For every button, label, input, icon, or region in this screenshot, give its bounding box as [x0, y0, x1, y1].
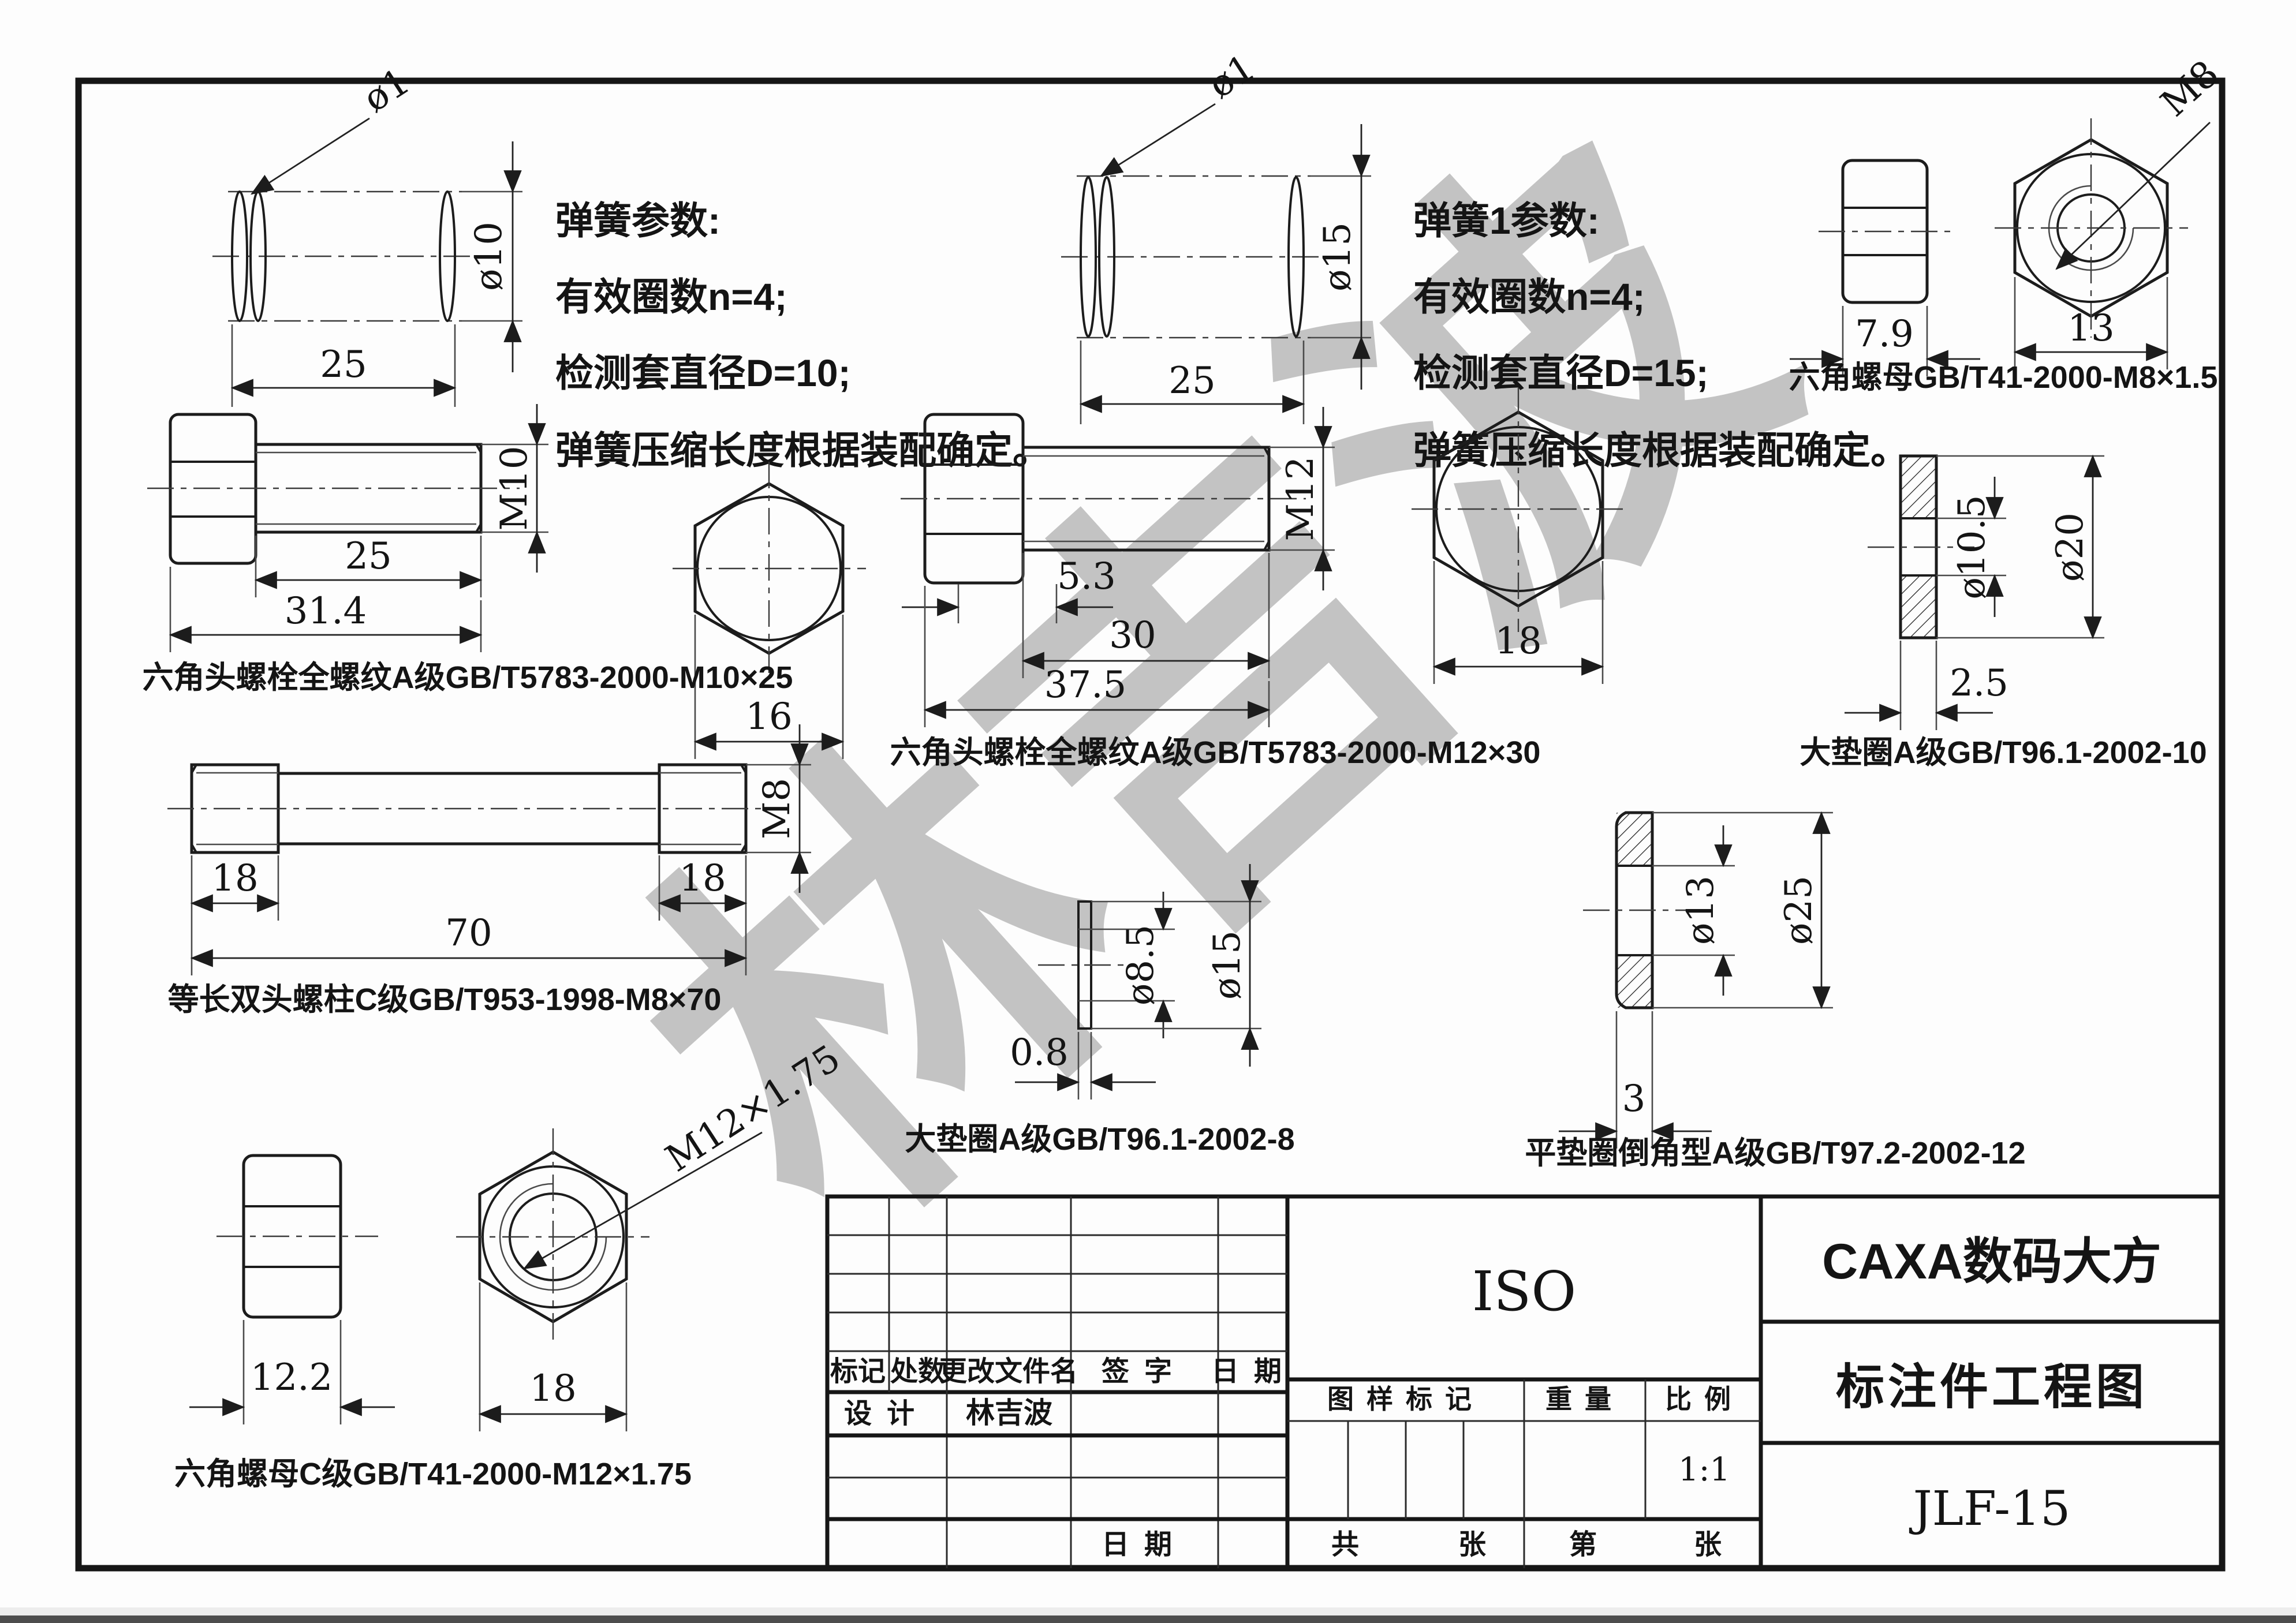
- dim-af: 16: [745, 695, 792, 738]
- dim-thread-length: 30: [1109, 614, 1156, 657]
- date-label: 日期: [1102, 1529, 1187, 1560]
- part-label: 六角螺母C级GB/T41-2000-M12×1.75: [174, 1457, 692, 1491]
- dim-od: ø15: [1206, 930, 1249, 1000]
- part-label: 六角头螺栓全螺纹A级GB/T5783-2000-M12×30: [890, 735, 1541, 770]
- washer-gb96-8: ø8.5 ø15 0.8 大垫圈A级GB/T96.1-2002-8: [905, 864, 1295, 1157]
- dim-thread: M8: [2153, 53, 2227, 125]
- designer-name: 林吉波: [966, 1397, 1052, 1429]
- note-line: 弹簧1参数:: [1413, 199, 1600, 242]
- sheet-no-suffix: 张: [1694, 1529, 1722, 1560]
- stud-m8x70: M8 18 18 70 等长双头螺柱C级GB/T953-1998-M8×70: [167, 724, 811, 1017]
- spring-d10-notes: 弹簧参数: 有效圈数n=4; 检测套直径D=10; 弹簧压缩长度根据装配确定。: [555, 199, 1051, 472]
- dim-overall: 37.5: [1044, 664, 1127, 706]
- rev-header-file: 更改文件名: [939, 1356, 1078, 1387]
- dim-end-left: 18: [211, 857, 258, 900]
- sheets-total-suffix: 张: [1458, 1529, 1486, 1560]
- dim-height: 12.2: [251, 1356, 333, 1399]
- part-label: 等长双头螺柱C级GB/T953-1998-M8×70: [168, 982, 722, 1017]
- dim-thread: M8: [756, 778, 798, 839]
- note-line: 弹簧参数:: [555, 199, 720, 242]
- spring-d15-notes: 弹簧1参数: 有效圈数n=4; 检测套直径D=15; 弹簧压缩长度根据装配确定。: [1413, 199, 1909, 472]
- footer-band: [0, 1607, 2296, 1615]
- drawing-number: JLF-15: [1909, 1482, 2071, 1536]
- dim-af: 18: [529, 1367, 576, 1410]
- dim-head: 5.3: [1057, 555, 1116, 598]
- hex-bolt-m10: M10 25 31.4 16 六角头螺栓全螺纹A级GB/T5783-2000-M…: [143, 404, 866, 759]
- rev-header-sign: 签字: [1102, 1356, 1187, 1387]
- design-label: 设计: [844, 1398, 929, 1429]
- hex-nut-m8: 7.9 M8 13 六角螺母GB/T41-2000-M8×1.5: [1789, 53, 2227, 395]
- note-line: 检测套直径D=15;: [1413, 351, 1709, 394]
- spring-d10-view: ø1 25 ø10: [212, 60, 522, 407]
- dim-id: ø10.5: [1951, 495, 1993, 599]
- washer-gb96-10: ø10.5 ø20 2.5 大垫圈A级GB/T96.1-2002-10: [1800, 454, 2207, 770]
- dim-thickness: 0.8: [1010, 1031, 1069, 1074]
- company-name: CAXA数码大方: [1822, 1234, 2161, 1289]
- sheet-no-prefix: 第: [1569, 1529, 1597, 1560]
- note-line: 弹簧压缩长度根据装配确定。: [1413, 429, 1909, 472]
- dim-free-length: 25: [320, 343, 367, 386]
- dim-end-right: 18: [679, 857, 726, 900]
- note-line: 有效圈数n=4;: [1413, 275, 1645, 318]
- dim-thread-length: 25: [345, 535, 391, 578]
- dim-af: 18: [1495, 620, 1541, 663]
- dim-thickness: 2.5: [1950, 662, 2008, 705]
- dim-overall: 31.4: [285, 590, 367, 633]
- note-line: 检测套直径D=10;: [555, 351, 851, 394]
- dim-free-length: 25: [1168, 360, 1215, 402]
- dim-height: 7.9: [1855, 313, 1914, 356]
- part-label: 大垫圈A级GB/T96.1-2002-10: [1800, 735, 2207, 770]
- part-label: 六角螺母GB/T41-2000-M8×1.5: [1789, 360, 2218, 395]
- dim-wire: ø1: [1201, 46, 1263, 107]
- rev-header-date: 日期: [1211, 1356, 1297, 1387]
- dim-thickness: 3: [1622, 1078, 1646, 1120]
- dim-od: ø25: [1778, 876, 1820, 945]
- hex-nut-m12: M12×1.75 12.2 18 六角螺母C级GB/T41-2000-M12×1…: [174, 1037, 848, 1491]
- drawing-title: 标注件工程图: [1836, 1360, 2148, 1414]
- dim-coil-dia: ø10: [468, 222, 510, 291]
- dim-af: 13: [2067, 307, 2114, 350]
- rev-header-count: 处数: [890, 1356, 946, 1387]
- title-block: 标记 处数 更改文件名 签字 日期 设计 林吉波 日期 ISO 图样标记 重量 …: [825, 1194, 2224, 1570]
- part-label: 六角头螺栓全螺纹A级GB/T5783-2000-M10×25: [143, 660, 793, 695]
- note-line: 有效圈数n=4;: [555, 275, 787, 318]
- dim-overall: 70: [445, 912, 492, 955]
- dim-od: ø20: [2049, 513, 2092, 582]
- spring-d15-view: ø1 25 ø15: [1061, 46, 1371, 424]
- dim-id: ø13: [1679, 876, 1722, 945]
- pattern-mark-header: 图样标记: [1327, 1384, 1484, 1414]
- weight-header: 重量: [1545, 1384, 1624, 1414]
- part-label: 平垫圈倒角型A级GB/T97.2-2002-12: [1525, 1136, 2025, 1170]
- washer-gb97-12: ø13 ø25 3 平垫圈倒角型A级GB/T97.2-2002-12: [1525, 811, 2026, 1170]
- hex-bolt-m12: M12 5.3 30 37.5 18 六角头螺栓全螺纹A级GB/T5783-20…: [890, 388, 1625, 770]
- dim-id: ø8.5: [1119, 925, 1162, 1005]
- dim-wire: ø1: [356, 60, 417, 121]
- sheets-total-prefix: 共: [1331, 1529, 1359, 1560]
- dim-thread: M10: [493, 446, 536, 531]
- dim-thread: M12: [1279, 457, 1322, 541]
- standard-code: ISO: [1472, 1260, 1577, 1323]
- rev-header-mark: 标记: [830, 1356, 886, 1387]
- dim-coil-dia: ø15: [1316, 222, 1359, 291]
- scale-header: 比例: [1665, 1384, 1744, 1414]
- footer-bar: [0, 1615, 2296, 1623]
- scale-value: 1:1: [1678, 1451, 1730, 1489]
- part-label: 大垫圈A级GB/T96.1-2002-8: [905, 1122, 1294, 1157]
